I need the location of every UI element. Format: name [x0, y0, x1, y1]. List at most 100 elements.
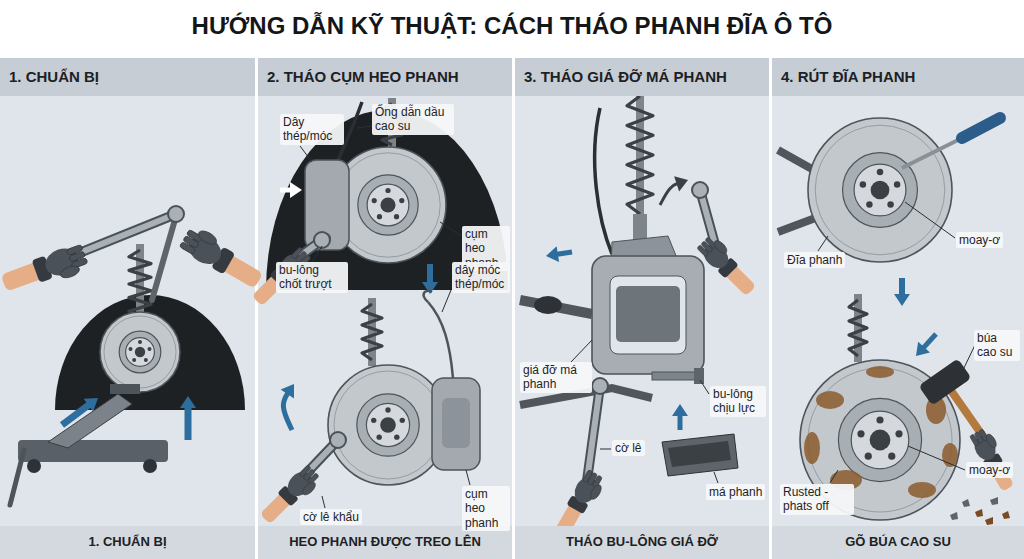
glove-thumb: [59, 264, 81, 280]
jack-wheel: [27, 459, 41, 473]
part-label: cờ lê: [612, 440, 645, 456]
lug-hole: [887, 201, 893, 207]
gloved-hand: [695, 233, 761, 299]
part-label: má phanh: [706, 484, 765, 500]
rust-patch: [804, 432, 820, 464]
brake-disc: [100, 312, 180, 392]
step-heading: 2. THÁO CỤM HEO PHANH: [258, 58, 512, 96]
rubber-mallet: [918, 358, 1012, 464]
disc-rim: [328, 365, 448, 485]
mallet-head: [918, 358, 971, 405]
rust-patch: [866, 366, 894, 378]
leader-line: [908, 446, 965, 470]
jack-saddle: [110, 384, 140, 394]
disc-hat: [838, 398, 921, 481]
arrow-head: [281, 384, 294, 398]
lug-hole: [377, 214, 382, 219]
jack-arm: [48, 394, 132, 448]
arrow-shaft: [555, 252, 572, 255]
direction-arrow: [916, 334, 936, 356]
coil-spring: [849, 300, 867, 356]
direction-arrow: [546, 246, 572, 262]
hub-hole: [380, 417, 396, 433]
hub: [851, 411, 909, 469]
rust-chip: [1002, 511, 1010, 519]
title-text: HƯỚNG DẪN KỸ THUẬT: CÁCH THÁO PHANH ĐĨA …: [0, 10, 1024, 42]
leader-line: [600, 449, 611, 450]
arrow-head: [546, 246, 559, 262]
lug-hole: [895, 430, 902, 437]
lug-hole: [394, 434, 399, 439]
lug-hole: [400, 418, 405, 423]
panel-ground: [772, 58, 1024, 559]
lug-hole: [865, 453, 872, 460]
panel-ground: [0, 58, 255, 559]
leader-line: [357, 126, 372, 128]
rust-patch: [908, 482, 936, 498]
step-heading: 3. THÁO GIÁ ĐỠ MÁ PHANH: [515, 58, 769, 96]
bolt-head: [694, 368, 704, 384]
part-label: Ống dẫn dầu cao su: [372, 104, 454, 135]
arrow-shaft: [899, 278, 905, 296]
mounting-bolt: [652, 372, 698, 380]
arrow-shaft: [922, 334, 936, 349]
lug-hole: [148, 347, 152, 351]
arrow-shaft: [427, 264, 433, 284]
step-heading: 1. CHUẨN BỊ: [0, 58, 255, 96]
hub: [854, 164, 906, 216]
screwdriver-handle: [962, 118, 1000, 138]
disc-hat: [358, 175, 418, 235]
hub-hole: [871, 181, 890, 200]
panel-4-art: [778, 118, 1019, 525]
glove-thumb: [588, 483, 603, 501]
direction-arrow: [280, 182, 302, 198]
direction-arrow: [660, 176, 688, 205]
step-caption: GÕ BÚA CAO SU: [772, 526, 1024, 559]
disc-hat: [119, 331, 161, 373]
lug-hole: [385, 188, 390, 193]
glove-thumb: [301, 480, 318, 497]
part-label: giá đỡ má phanh: [520, 362, 592, 393]
lug-hole: [372, 198, 377, 203]
leader-line: [440, 222, 461, 236]
direction-arrow: [180, 396, 196, 440]
wheel-arch: [55, 295, 245, 410]
disc-face: [104, 316, 176, 388]
gloved-hand: [968, 426, 1020, 493]
part-label: dây móc thép/móc: [452, 262, 510, 293]
lug-hole: [394, 214, 399, 219]
arrow-shaft: [660, 183, 679, 205]
brake-pad-fitted: [616, 286, 680, 342]
screwdriver-shaft: [902, 138, 962, 168]
arrow-head: [894, 294, 910, 306]
steering-knuckle: [608, 236, 694, 362]
lug-hole: [894, 181, 900, 187]
lug-hole: [876, 416, 883, 423]
lug-hole: [399, 198, 404, 203]
glove-thumb: [196, 228, 218, 247]
hub-hole: [380, 197, 395, 212]
jack-base: [18, 440, 168, 462]
step-caption: THÁO BU-LÔNG GIÁ ĐỠ: [515, 526, 769, 559]
direction-arrow: [422, 264, 438, 294]
lug-hole: [144, 358, 148, 362]
arrow-head: [674, 176, 688, 191]
rust-patch: [816, 391, 844, 409]
caliper-bracket: [592, 256, 704, 374]
lug-hole: [888, 453, 895, 460]
leader-line: [442, 290, 451, 312]
hub: [367, 184, 409, 226]
leader-line: [312, 246, 322, 262]
panel-2-art: [250, 98, 508, 529]
panel-3-art: [520, 90, 761, 540]
socket-extension: [152, 216, 176, 300]
disc-face: [336, 153, 440, 257]
brake-pad: [662, 434, 738, 476]
part-label: moay-ơ: [966, 462, 1013, 478]
part-label: bu-lông chốt trượt: [276, 262, 348, 293]
lug-hole: [877, 169, 883, 175]
disc-rim: [808, 118, 952, 262]
leader-line: [818, 236, 828, 251]
leader-line: [905, 202, 955, 238]
